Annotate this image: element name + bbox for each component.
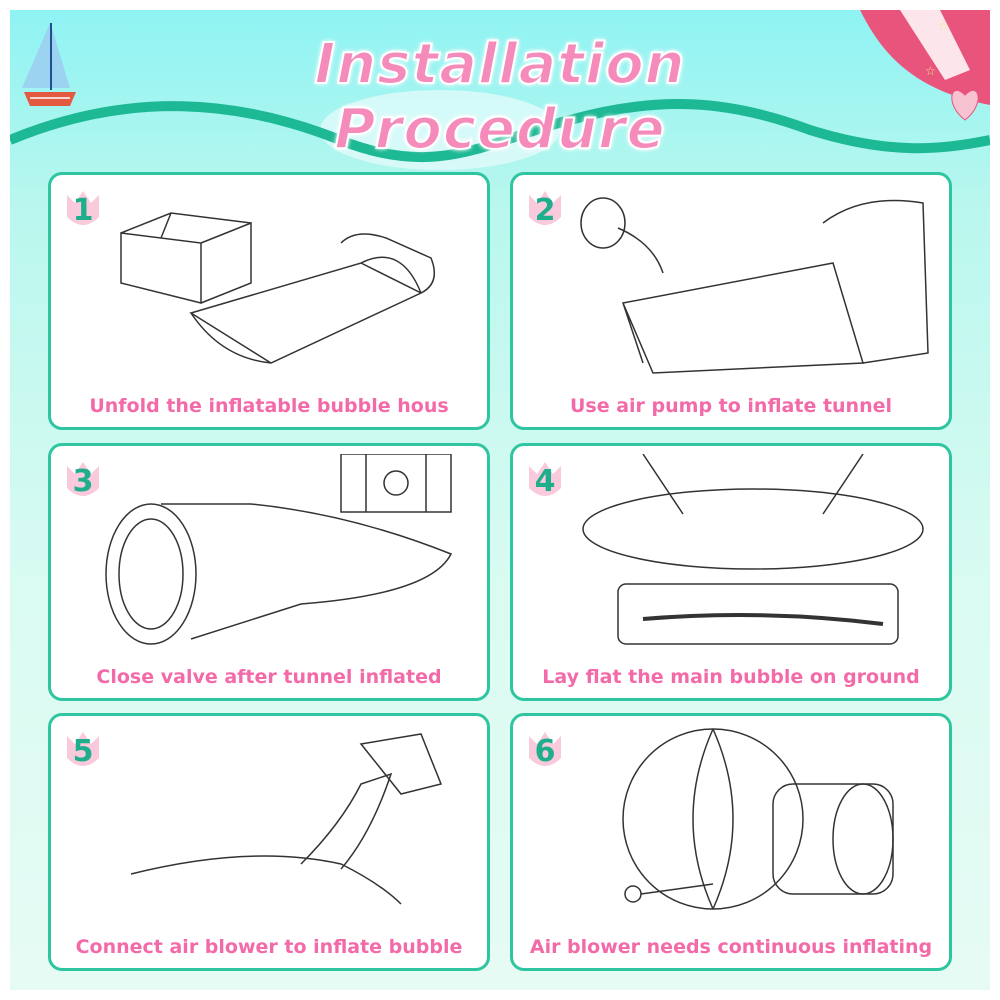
step-number-badge: 2 [525,187,565,231]
tunnel-valve-illustration [105,454,453,645]
inflated-bubble-tent-illustration [622,728,894,910]
step-caption: Unfold the inflatable bubble hous [89,395,449,417]
infographic: Installation Procedure ☆ ☆ 1 Unfold the … [10,10,990,990]
box-and-folded-bubble-illustration [120,212,436,364]
step-number-badge: 4 [525,458,565,502]
page-title: Installation Procedure [313,31,686,163]
step-5-panel: 5 Connect air blower to inflate bubble [48,713,490,971]
step-caption: Lay flat the main bubble on ground [542,666,920,688]
svg-text:☆: ☆ [925,64,936,78]
svg-text:☆: ☆ [938,19,949,33]
step-caption: Close valve after tunnel inflated [96,666,442,688]
header-wave [10,90,990,170]
step-number-badge: 5 [63,728,103,772]
step-number-badge: 3 [63,458,103,502]
step-caption: Use air pump to inflate tunnel [569,395,893,417]
step-4-panel: 4 Lay flat the main bubble on ground [510,443,952,701]
step-number-badge: 6 [525,728,565,772]
tulip-icon [529,462,561,496]
tulip-icon [529,732,561,766]
sailboat-icon [22,23,76,106]
step-caption: Connect air blower to inflate bubble [75,936,463,958]
flat-bubble-illustration [582,454,924,645]
hot-air-balloon-icon: ☆ ☆ [860,10,990,121]
step-number-badge: 1 [63,187,103,231]
step-6-panel: 6 Air blower needs continuous inflating [510,713,952,971]
air-pump-tunnel-illustration [580,197,929,374]
tulip-icon [67,191,99,225]
step-caption: Air blower needs continuous inflating [529,936,933,958]
tulip-icon [67,462,99,496]
step-2-panel: 2 Use air pump to inflate tunnel [510,172,952,430]
tulip-icon [529,191,561,225]
air-blower-connection-illustration [130,733,443,905]
step-1-panel: 1 Unfold the inflatable bubble hous [48,172,490,430]
tulip-icon [67,732,99,766]
step-3-panel: 3 Close valve after tunnel inflated [48,443,490,701]
